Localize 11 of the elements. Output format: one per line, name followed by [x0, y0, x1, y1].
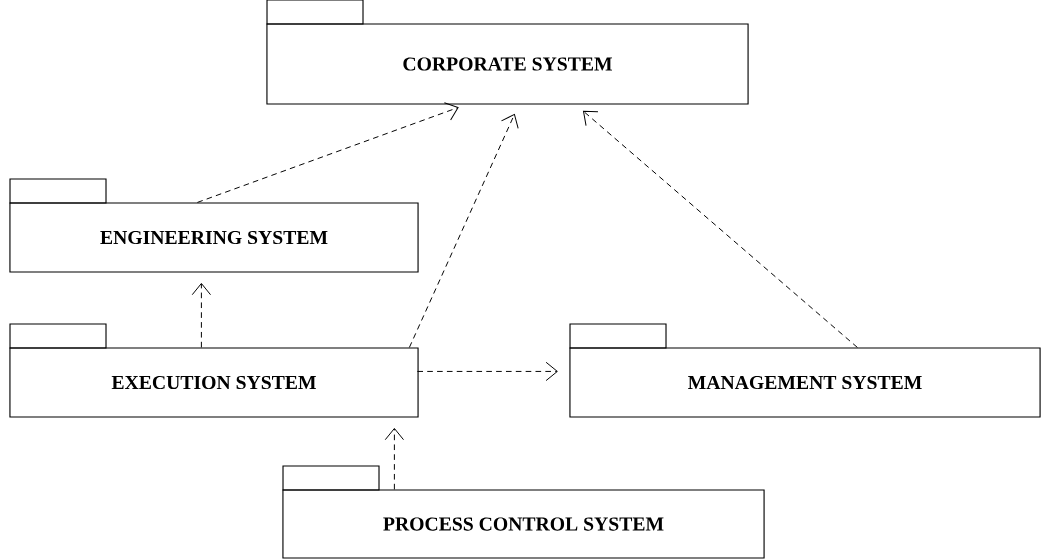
- package-box: EXECUTION SYSTEM: [9, 323, 419, 418]
- dependency-arrow: [384, 427, 404, 490]
- dependency-arrow: [583, 110, 858, 348]
- dependency-arrow: [191, 282, 211, 348]
- package-box: PROCESS CONTROL SYSTEM: [282, 465, 765, 559]
- dependency-arrow: [416, 361, 558, 382]
- dependency-arrow: [408, 113, 519, 348]
- package-box: CORPORATE SYSTEM: [266, 0, 749, 105]
- package-box: MANAGEMENT SYSTEM: [569, 323, 1041, 418]
- dependency-arrow: [196, 102, 459, 203]
- package-box: ENGINEERING SYSTEM: [9, 178, 419, 273]
